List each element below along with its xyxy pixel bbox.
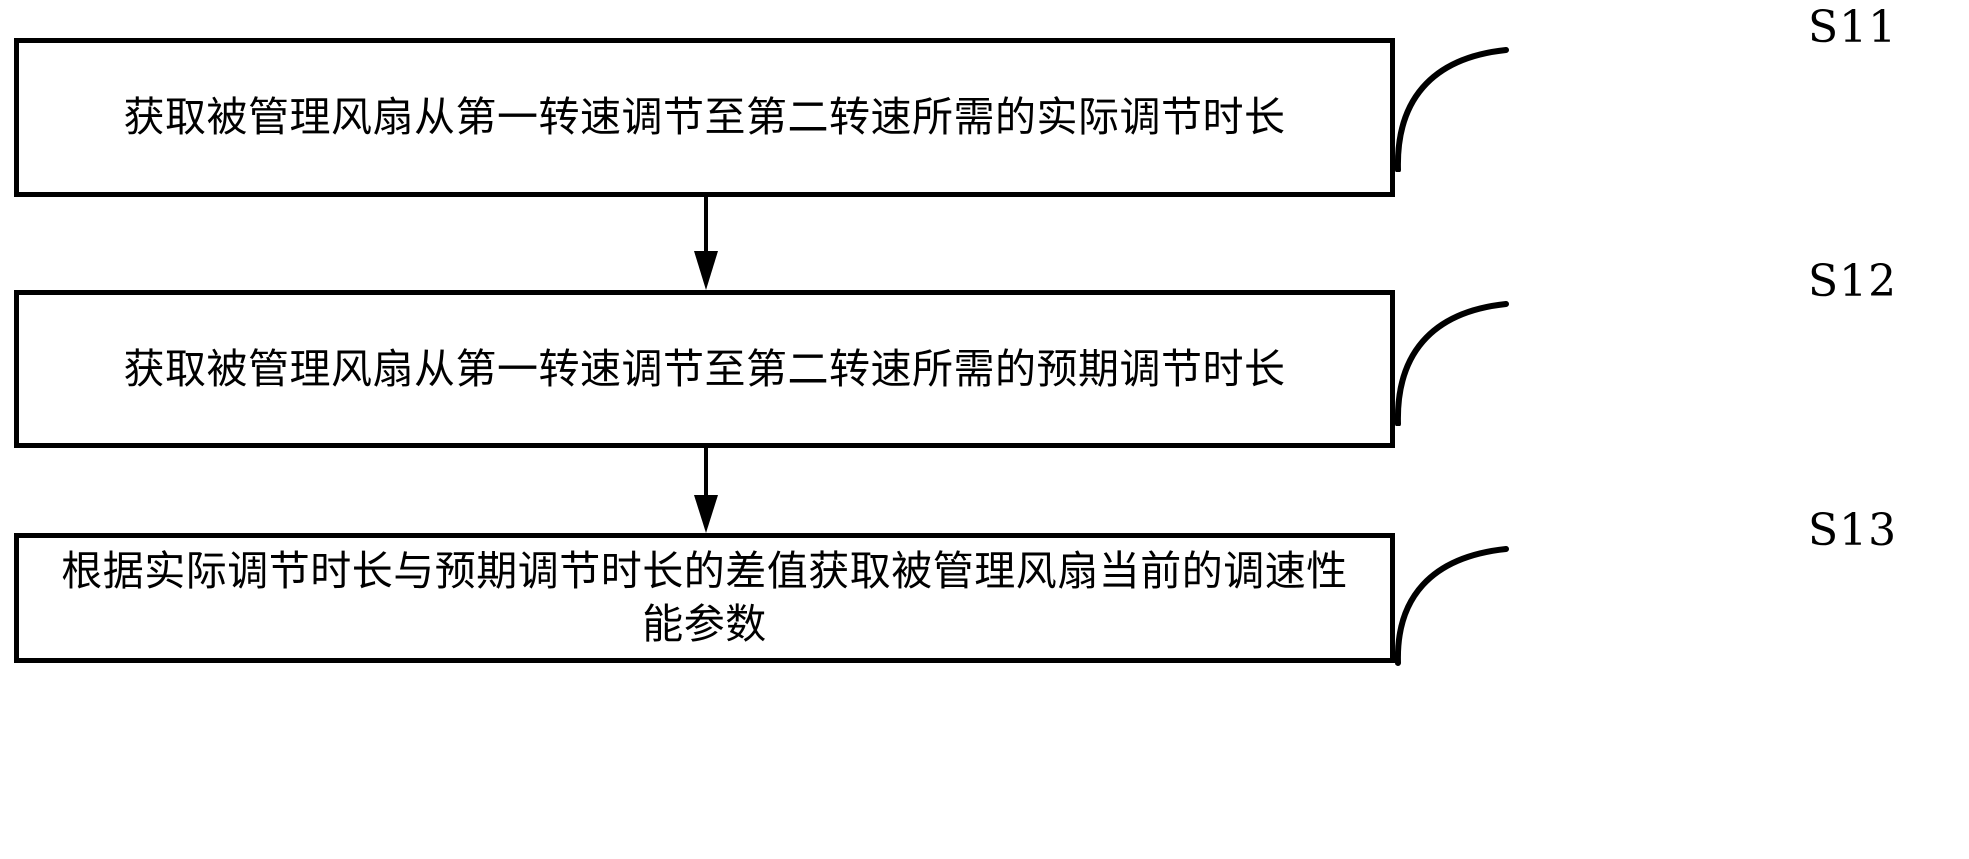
leader-line-s12 — [1390, 296, 1810, 426]
connector-arrow-s11-to-s12 — [682, 197, 730, 290]
process-box-s12: 获取被管理风扇从第一转速调节至第二转速所需的预期调节时长 — [14, 290, 1395, 448]
step-label-s13: S13 — [1808, 505, 1898, 556]
process-box-s13-text: 根据实际调节时长与预期调节时长的差值获取被管理风扇当前的调速性 能参数 — [61, 546, 1348, 648]
step-label-s11: S11 — [1808, 2, 1898, 53]
step-label-s12: S12 — [1808, 256, 1898, 307]
connector-arrow-s12-to-s13 — [682, 448, 730, 533]
leader-line-s11 — [1390, 42, 1810, 172]
process-box-s11-text: 获取被管理风扇从第一转速调节至第二转速所需的实际调节时长 — [123, 93, 1286, 142]
leader-line-s13 — [1390, 543, 1810, 673]
process-box-s12-text: 获取被管理风扇从第一转速调节至第二转速所需的预期调节时长 — [123, 344, 1286, 393]
process-box-s13: 根据实际调节时长与预期调节时长的差值获取被管理风扇当前的调速性 能参数 — [14, 533, 1395, 663]
process-box-s11: 获取被管理风扇从第一转速调节至第二转速所需的实际调节时长 — [14, 38, 1395, 197]
